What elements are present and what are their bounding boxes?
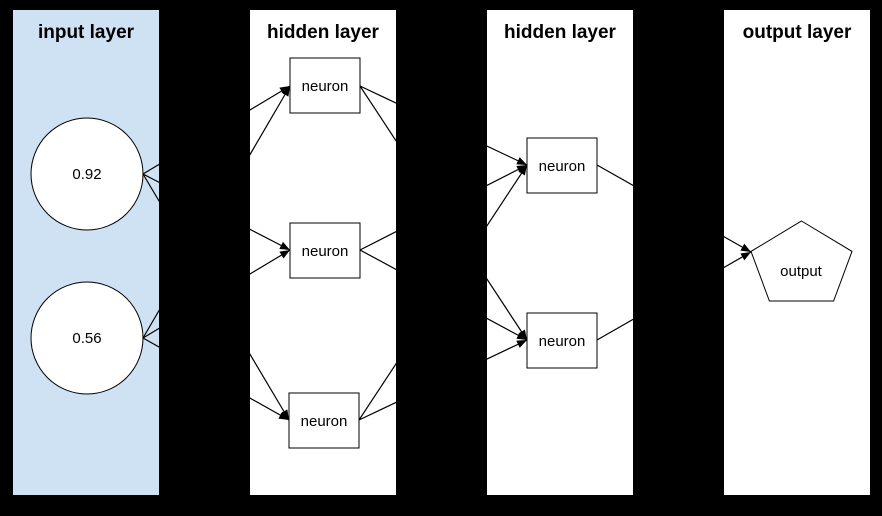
hidden1-node-2-label: neuron bbox=[302, 243, 349, 260]
hidden1-node-3-label: neuron bbox=[301, 413, 348, 430]
hidden2-node-2 bbox=[526, 312, 598, 369]
input-node-1 bbox=[30, 117, 144, 231]
edge-hidden1b-hidden2a bbox=[359, 164, 528, 251]
edge-hidden1b-hidden2b bbox=[359, 249, 528, 341]
input-node-1-label: 0.92 bbox=[72, 166, 101, 183]
hidden1-node-1-label: neuron bbox=[302, 78, 349, 95]
input-node-2 bbox=[30, 281, 144, 395]
hidden1-node-2 bbox=[289, 222, 361, 279]
edge-input2-hidden1b bbox=[142, 249, 291, 339]
edge-input1-hidden1c bbox=[142, 173, 290, 421]
hidden-layer-2-title: hidden layer bbox=[504, 22, 617, 43]
edge-hidden2b-output bbox=[596, 251, 752, 341]
hidden2-node-1-label: neuron bbox=[539, 158, 586, 175]
edge-hidden2a-output bbox=[596, 164, 752, 253]
edge-hidden1a-hidden2b bbox=[359, 85, 528, 341]
input-layer-title: input layer bbox=[38, 22, 135, 43]
hidden-layer-2-panel bbox=[487, 10, 633, 495]
hidden1-node-3 bbox=[288, 392, 360, 449]
output-layer-title: output layer bbox=[743, 22, 852, 43]
hidden2-node-2-label: neuron bbox=[539, 333, 586, 350]
edge-input2-hidden1a bbox=[142, 85, 291, 339]
output-node-label: output bbox=[780, 263, 823, 280]
edge-hidden1c-hidden2a bbox=[358, 164, 528, 421]
edge-input1-hidden1a bbox=[142, 85, 291, 175]
output-node bbox=[750, 220, 853, 302]
hidden1-node-1 bbox=[289, 57, 361, 114]
edge-input2-hidden1c bbox=[142, 337, 290, 421]
input-layer-panel bbox=[13, 10, 159, 495]
input-node-2-label: 0.56 bbox=[72, 330, 101, 347]
hidden2-node-1 bbox=[526, 137, 598, 194]
edge-hidden1c-hidden2b bbox=[358, 339, 528, 421]
hidden-layer-1-title: hidden layer bbox=[267, 22, 380, 43]
edge-hidden1a-hidden2a bbox=[359, 85, 528, 166]
